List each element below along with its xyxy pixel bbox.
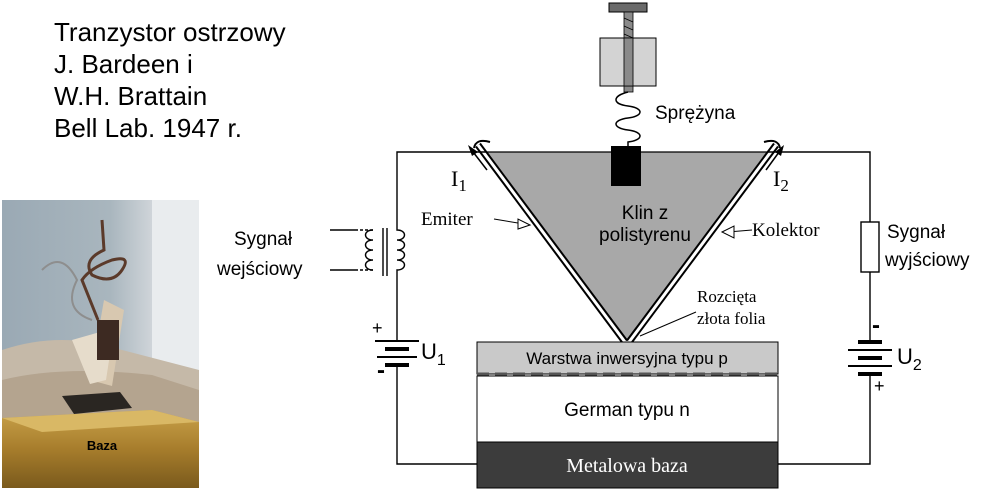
battery-u2 (848, 340, 892, 376)
i2-label: I2 (773, 166, 789, 195)
u1-label: U1 (421, 339, 446, 369)
input-signal-label-1: Sygnał (234, 229, 293, 250)
semiconductor-stack (476, 341, 779, 489)
collector-circuit (768, 151, 871, 465)
foil-label-1: Rozcięta (697, 287, 757, 306)
title-line-2: J. Bardeen i (54, 49, 193, 79)
transistor-photo-art: Baza (2, 200, 199, 488)
output-resistor (860, 221, 880, 273)
photo-base-label: Baza (87, 438, 118, 453)
inversion-layer (476, 341, 779, 375)
input-transformer (330, 226, 406, 278)
u2-minus: - (872, 312, 880, 339)
germanium-label: German typu n (564, 400, 690, 421)
metal-base-label: Metalowa baza (566, 455, 688, 477)
emitter-label: Emiter (421, 209, 473, 230)
input-signal-label-2: wejściowy (216, 259, 303, 280)
collector-label: Kolektor (752, 220, 820, 241)
title-line-4: Bell Lab. 1947 r. (54, 113, 242, 143)
screw-head (608, 2, 648, 13)
germanium-n-layer (476, 375, 779, 443)
foil-label-2: złota folia (697, 309, 766, 328)
spring-label: Sprężyna (655, 103, 736, 124)
u2-label: U2 (897, 344, 922, 374)
u2-plus: + (874, 376, 885, 396)
foil-pointer (639, 311, 697, 337)
metal-base (476, 441, 779, 489)
title-line-1: Tranzystor ostrzowy (54, 17, 286, 47)
emitter-circuit (396, 151, 486, 465)
battery-u1 (375, 340, 419, 367)
transistor-photo: Baza (2, 200, 199, 488)
wedge-label-1: Klin z (622, 203, 668, 224)
output-signal-label-1: Sygnał (887, 222, 946, 243)
u1-plus: + (372, 318, 383, 338)
inversion-layer-label: Warstwa inwersyjna typu p (526, 349, 728, 368)
output-signal-label-2: wyjściowy (884, 250, 970, 271)
title-block: Tranzystor ostrzowy J. Bardeen i W.H. Br… (54, 16, 286, 144)
i1-label: I1 (451, 166, 467, 195)
wedge-label-2: polistyrenu (599, 225, 691, 246)
spring (615, 91, 641, 150)
contact-block (611, 146, 641, 186)
clamp-assembly (599, 2, 657, 93)
title-line-3: W.H. Brattain (54, 81, 208, 111)
u1-minus: - (377, 357, 385, 384)
